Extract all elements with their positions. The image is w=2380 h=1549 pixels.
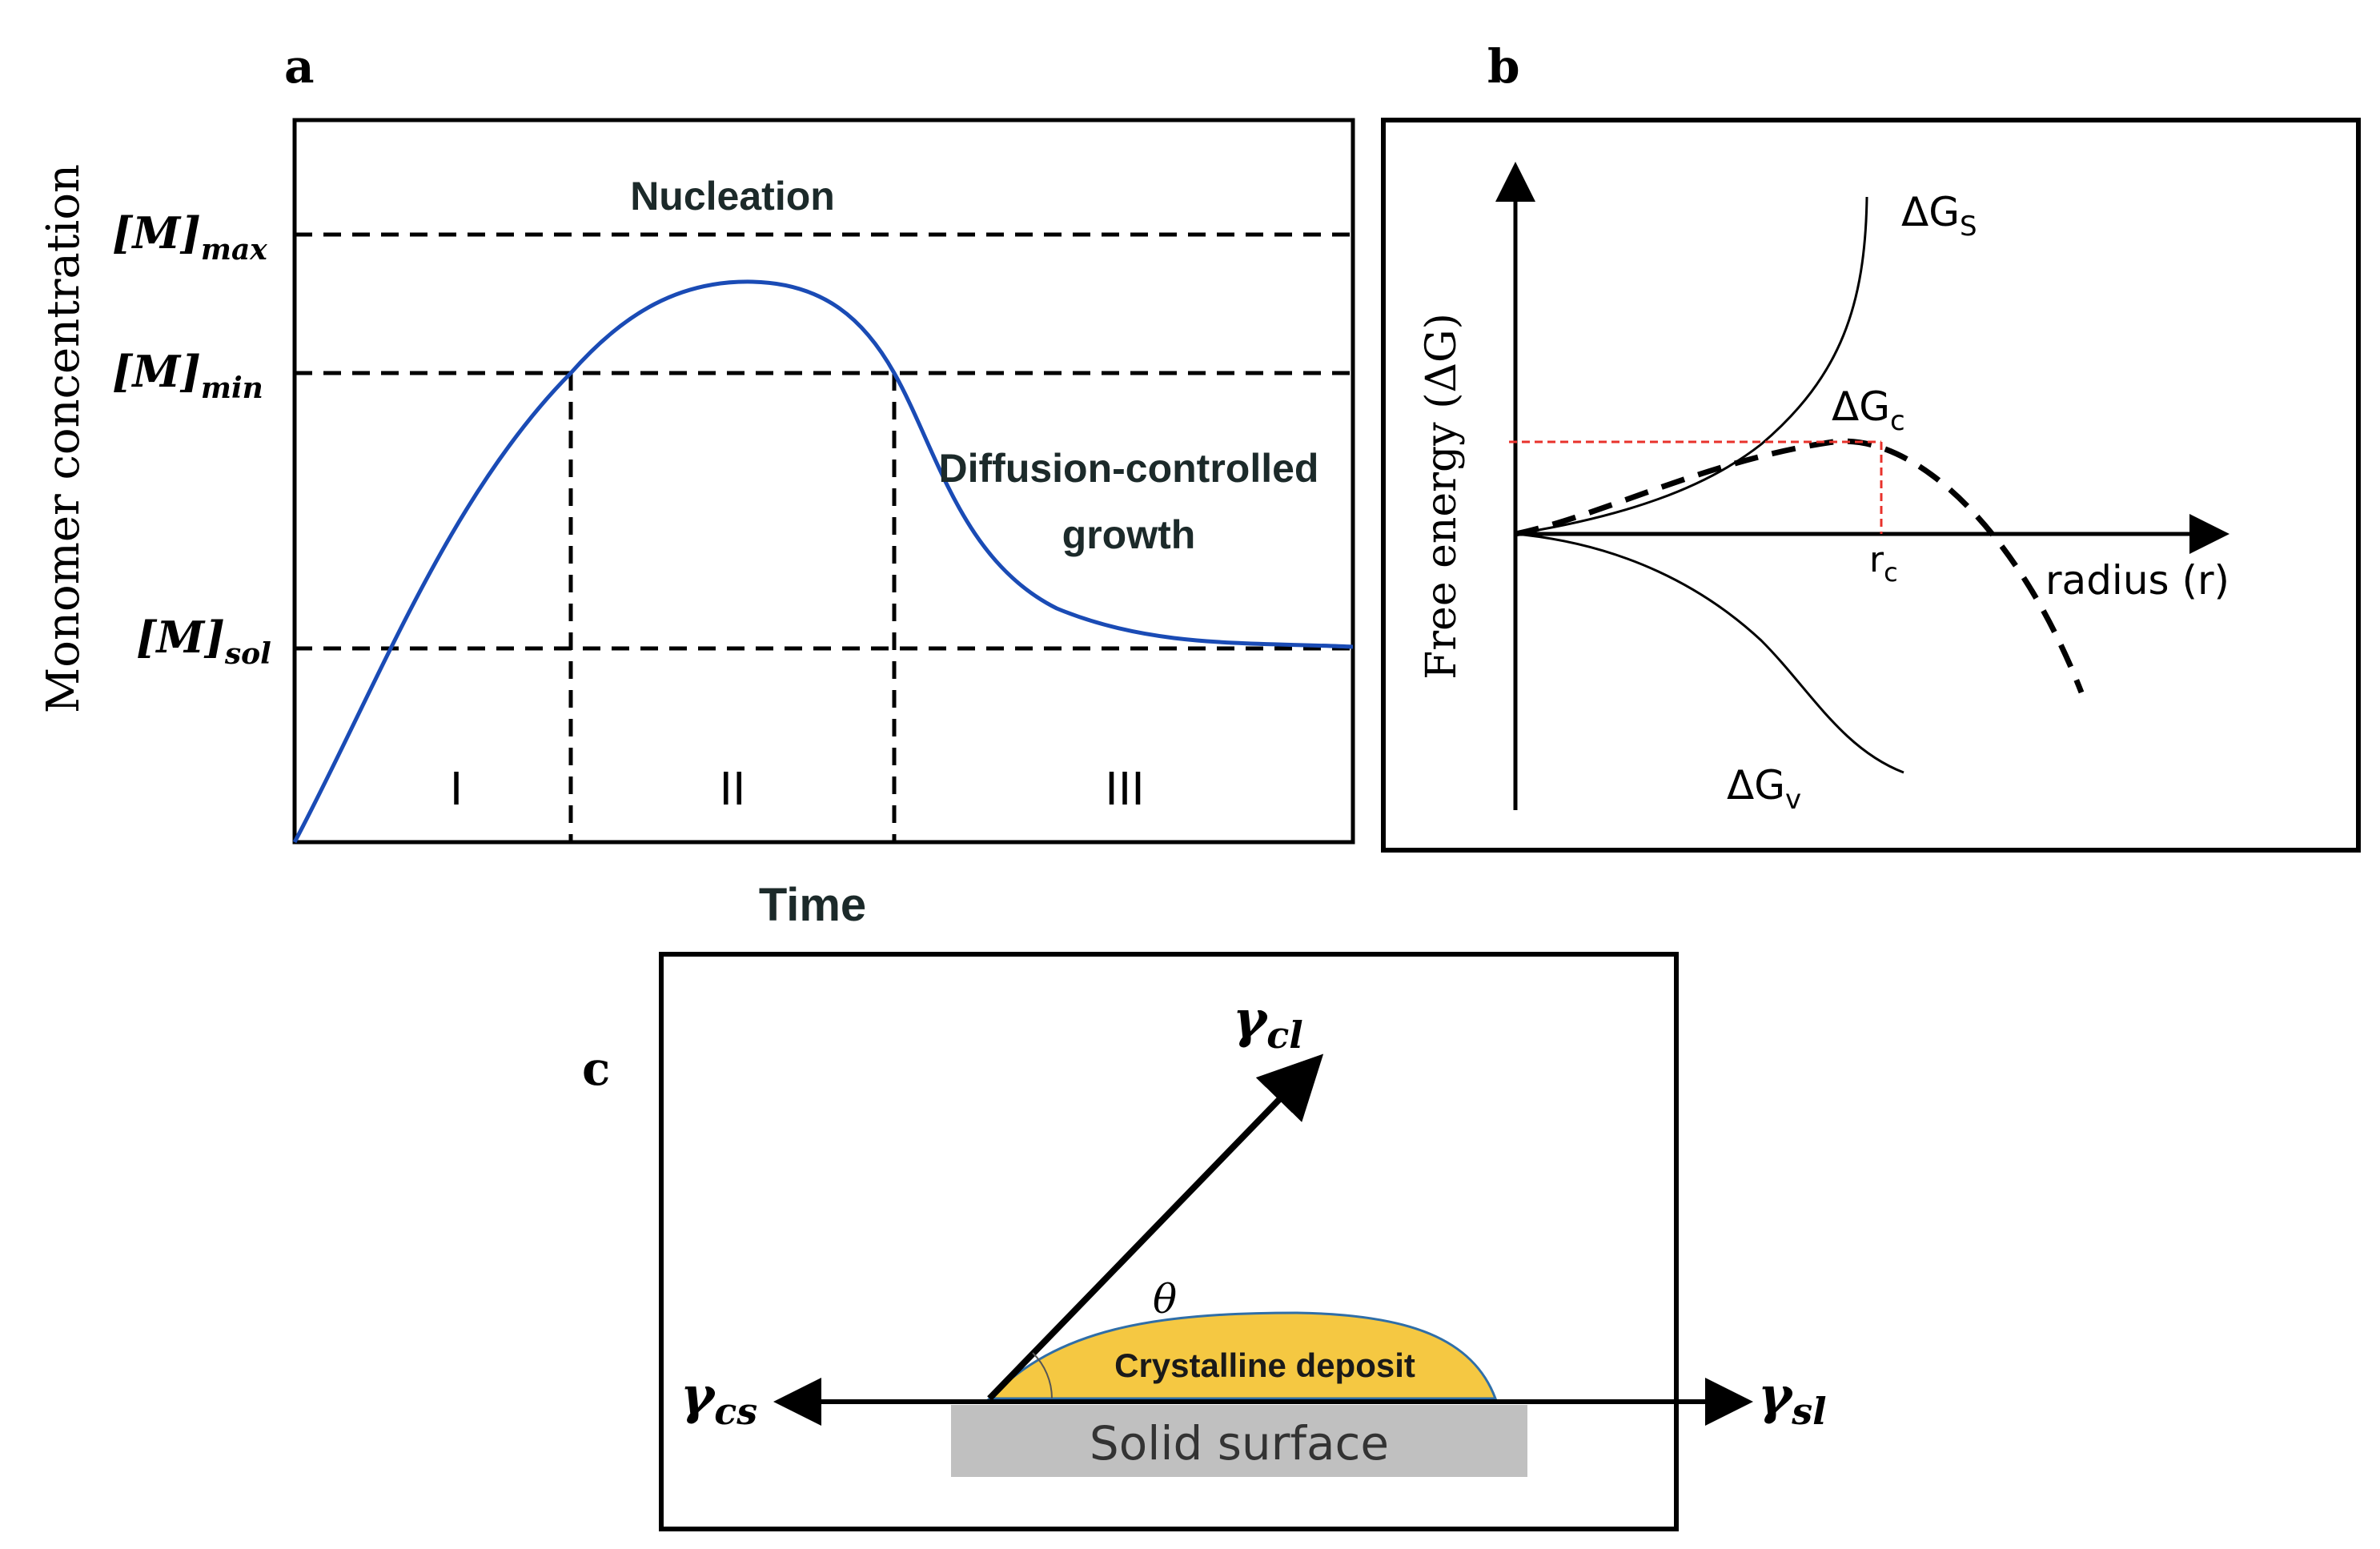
panel-b-label: b [1487,39,1520,94]
level-min-label: [M]min [112,346,263,405]
deposit-label: Crystalline deposit [1114,1346,1415,1384]
dGs-label: ΔGS [1901,189,1977,243]
dGc-label: ΔGc [1832,383,1905,437]
nucleation-label: Nucleation [630,174,835,219]
dGv-label: ΔGv [1727,762,1801,816]
level-max-label: [M]max [112,207,267,267]
growth-label-line2: growth [1062,512,1196,557]
solid-surface-label: Solid surface [1090,1416,1389,1471]
dGs-curve [1515,196,1868,536]
gamma-cl-label: γcl [1233,989,1303,1057]
panel-c-label: c [582,1041,610,1096]
theta-label: θ [1153,1276,1177,1322]
panel-a-x-axis-label: Time [759,879,866,931]
dG-total-curve [1515,438,2085,694]
panel-a-frame [292,118,1355,845]
solid-surface [951,1405,1527,1477]
panel-a-y-axis-label: Monomer concentration [38,164,90,713]
panel-b: b ΔGS ΔGc ΔGv rc radius (r) Free energy … [1381,39,2361,853]
panel-b-x-axis-label: radius (r) [2045,557,2229,604]
panel-b-frame [1381,118,2361,853]
panel-c-frame [659,952,1679,1531]
gamma-sl-label: γsl [1758,1366,1827,1433]
concentration-curve [292,279,1354,844]
stage-1-label: I [450,764,464,816]
crystalline-deposit [986,1311,1498,1400]
gamma-cs-label: γcs [680,1366,757,1433]
level-sol-label: [M]sol [136,612,271,671]
panel-a: a [M]max [M]min [M]sol Nucleation Diffus… [38,39,1355,931]
gamma-cl-arrow [987,1053,1324,1401]
stage-3-label: III [1105,764,1145,816]
panel-c: c Solid surface Crystalline deposit θ γc… [582,952,1827,1531]
panel-b-y-axis-label: Free energy (ΔG) [1418,313,1466,680]
dGv-curve [1515,532,1904,774]
stage-2-label: II [719,764,745,816]
growth-label-line1: Diffusion-controlled [939,446,1319,491]
theta-arc [1032,1352,1053,1399]
panel-a-label: a [284,39,315,94]
rc-label: rc [1869,540,1898,588]
